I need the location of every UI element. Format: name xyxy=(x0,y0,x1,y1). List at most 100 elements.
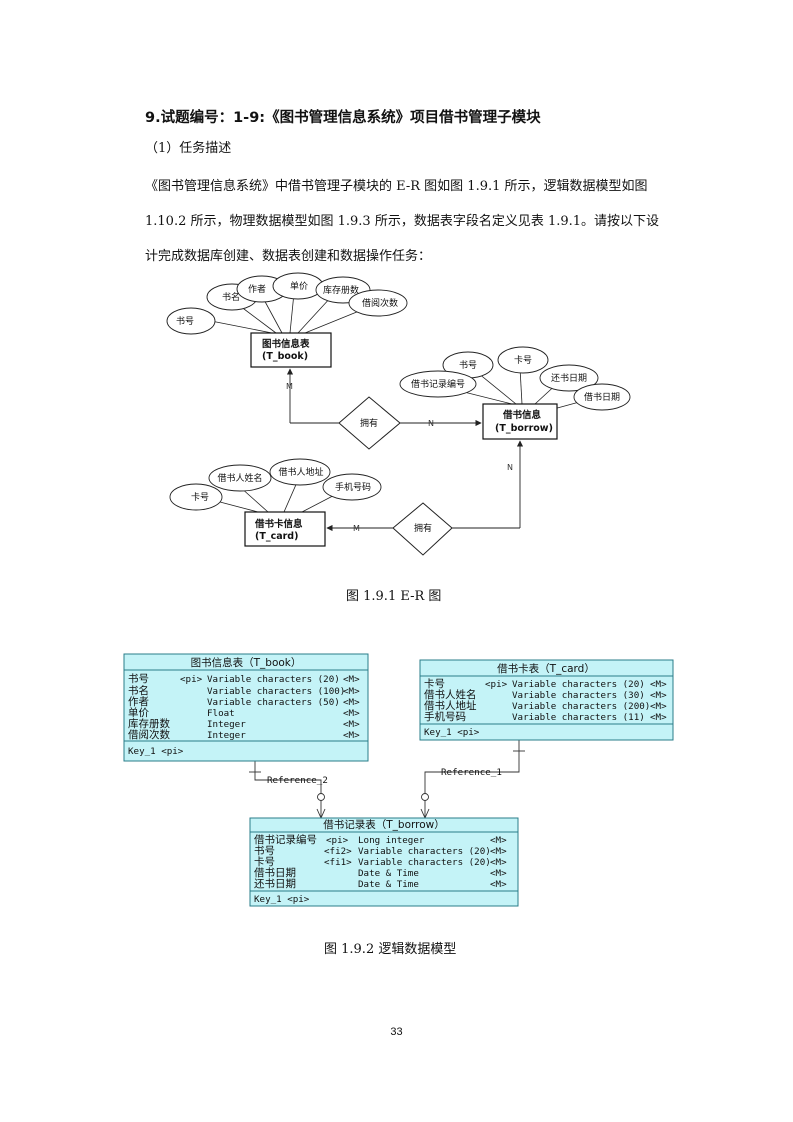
field-mandatory: <M> xyxy=(490,879,507,890)
er-attr-label: 借书人地址 xyxy=(278,466,323,478)
field-key: <pi> xyxy=(326,835,349,846)
reference-2-label: Reference_2 xyxy=(267,775,328,786)
field-mandatory: <M> xyxy=(343,697,360,708)
er-cardinality: N xyxy=(428,419,434,428)
field-name: 书号 xyxy=(254,845,275,857)
field-type: Float xyxy=(207,708,235,719)
field-name: 借书记录编号 xyxy=(254,833,317,846)
er-entity-borrow-code: (T_borrow) xyxy=(495,423,553,434)
er-attr-label: 手机号码 xyxy=(335,481,371,493)
field-type: Variable characters (30) xyxy=(512,690,645,701)
er-attr-label: 卡号 xyxy=(514,354,532,366)
er-attr-label: 借书记录编号 xyxy=(411,378,465,390)
reference-1-label: Reference_1 xyxy=(441,767,502,778)
er-attr-card-name xyxy=(208,464,272,492)
figure-caption-er: 图 1.9.1 E-R 图 xyxy=(346,589,442,604)
er-relation-label: 拥有 xyxy=(414,522,432,534)
er-entity-card-name: 借书卡信息 xyxy=(254,518,303,530)
field-name: 还书日期 xyxy=(254,878,296,890)
field-name: 库存册数 xyxy=(128,717,170,730)
er-attr-book-isbn xyxy=(166,307,216,335)
er-attr-card-phone xyxy=(322,473,382,501)
er-attr-book-count xyxy=(348,289,408,317)
er-attr-label: 书号 xyxy=(176,316,194,327)
section-heading: 9.试题编号：1-9:《图书管理信息系统》项目借书管理子模块 xyxy=(145,110,541,126)
field-name: 卡号 xyxy=(424,677,445,690)
er-attr-label: 借书人姓名 xyxy=(217,472,262,484)
er-attr-label: 书名 xyxy=(222,291,240,303)
er-attr-card-no xyxy=(169,483,223,511)
page-number: 33 xyxy=(390,1026,403,1038)
er-cardinality: M xyxy=(286,382,293,391)
field-name: 单价 xyxy=(128,707,149,719)
field-name: 卡号 xyxy=(254,855,275,868)
field-name: 借书日期 xyxy=(254,867,296,879)
er-cardinality: M xyxy=(353,524,360,533)
er-entity-borrow-name: 借书信息 xyxy=(502,409,542,421)
table-title: 借书记录表（T_borrow） xyxy=(323,818,444,831)
er-attr-label: 库存册数 xyxy=(323,284,359,296)
er-attr-borrow-id xyxy=(399,370,477,398)
paragraph-line: 计完成数据库创建、数据表创建和数据操作任务： xyxy=(145,249,432,264)
field-type: Variable characters (100) xyxy=(207,686,345,697)
er-entity-book xyxy=(250,332,332,368)
task-subheading: （1）任务描述 xyxy=(145,141,232,156)
field-type: Variable characters (20) xyxy=(512,679,645,690)
er-attr-label: 卡号 xyxy=(191,491,209,503)
er-attr-borrow-return xyxy=(539,364,599,392)
field-type: Variable characters (50) xyxy=(207,697,340,708)
er-attr-label: 单价 xyxy=(290,280,308,292)
field-type: Variable characters (20) xyxy=(207,674,340,685)
paragraph-line: 《图书管理信息系统》中借书管理子模块的 E-R 图如图 1.9.1 所示，逻辑数… xyxy=(145,179,648,194)
field-type: Integer xyxy=(207,719,246,730)
er-entity-card-code: (T_card) xyxy=(255,531,298,542)
er-entity-borrow xyxy=(482,403,558,440)
field-name: 借书人姓名 xyxy=(424,688,477,701)
field-mandatory: <M> xyxy=(490,868,507,879)
field-type: Variable characters (20) xyxy=(358,846,491,857)
table-footer: Key_1 <pi> xyxy=(128,746,184,757)
field-type: Integer xyxy=(207,730,246,741)
er-attr-borrow-date xyxy=(573,383,631,411)
er-attr-label: 借阅次数 xyxy=(362,297,398,309)
field-key: <pi> xyxy=(485,679,508,690)
ldm-table-card: 借书卡表（T_card） 卡号 <pi> Variable characters… xyxy=(419,659,674,741)
er-attr-card-addr xyxy=(269,458,331,486)
field-mandatory: <M> xyxy=(650,701,667,712)
field-mandatory: <M> xyxy=(343,686,360,697)
field-name: 借书人地址 xyxy=(424,699,477,712)
field-mandatory: <M> xyxy=(490,857,507,868)
field-mandatory: <M> xyxy=(343,708,360,719)
field-type: Variable characters (11) xyxy=(512,712,645,723)
ldm-table-borrow: 借书记录表（T_borrow） 借书记录编号 <pi> Long integer… xyxy=(249,817,519,907)
table-title: 图书信息表（T_book） xyxy=(191,656,302,669)
field-name: 借阅次数 xyxy=(128,728,170,741)
table-footer: Key_1 <pi> xyxy=(254,894,310,905)
er-attr-label: 书号 xyxy=(459,360,477,371)
field-name: 作者 xyxy=(128,696,149,708)
table-title: 借书卡表（T_card） xyxy=(497,662,595,675)
er-diagram: 书号 书名 作者 单价 库存册数 借阅次数 图书信息表 (T_book) 书号 … xyxy=(166,272,631,556)
field-mandatory: <M> xyxy=(490,835,507,846)
field-type: Long integer xyxy=(358,835,425,846)
task-paragraph: 《图书管理信息系统》中借书管理子模块的 E-R 图如图 1.9.1 所示，逻辑数… xyxy=(145,169,665,274)
paragraph-line: 1.10.2 所示，物理数据模型如图 1.9.3 所示，数据表字段名定义见表 1… xyxy=(145,214,660,229)
field-name: 手机号码 xyxy=(424,710,466,723)
er-relation-label: 拥有 xyxy=(360,417,378,429)
field-type: Date & Time xyxy=(358,879,419,890)
field-mandatory: <M> xyxy=(343,730,360,741)
er-relation-owns-2 xyxy=(392,502,453,556)
field-type: Date & Time xyxy=(358,868,419,879)
ldm-table-book: 图书信息表（T_book） 书号 <pi> Variable character… xyxy=(123,653,369,762)
er-cardinality: N xyxy=(507,463,513,472)
er-entity-book-name: 图书信息表 xyxy=(262,338,310,350)
er-relation-owns-1 xyxy=(338,396,401,450)
field-name: 书号 xyxy=(128,673,149,685)
er-attr-label: 还书日期 xyxy=(551,372,587,384)
field-mandatory: <M> xyxy=(650,679,667,690)
field-key: <fi2> xyxy=(324,846,352,857)
figure-caption-ldm: 图 1.9.2 逻辑数据模型 xyxy=(324,942,457,957)
field-type: Variable characters (20) xyxy=(358,857,491,868)
er-entity-card xyxy=(244,511,326,547)
field-mandatory: <M> xyxy=(650,712,667,723)
